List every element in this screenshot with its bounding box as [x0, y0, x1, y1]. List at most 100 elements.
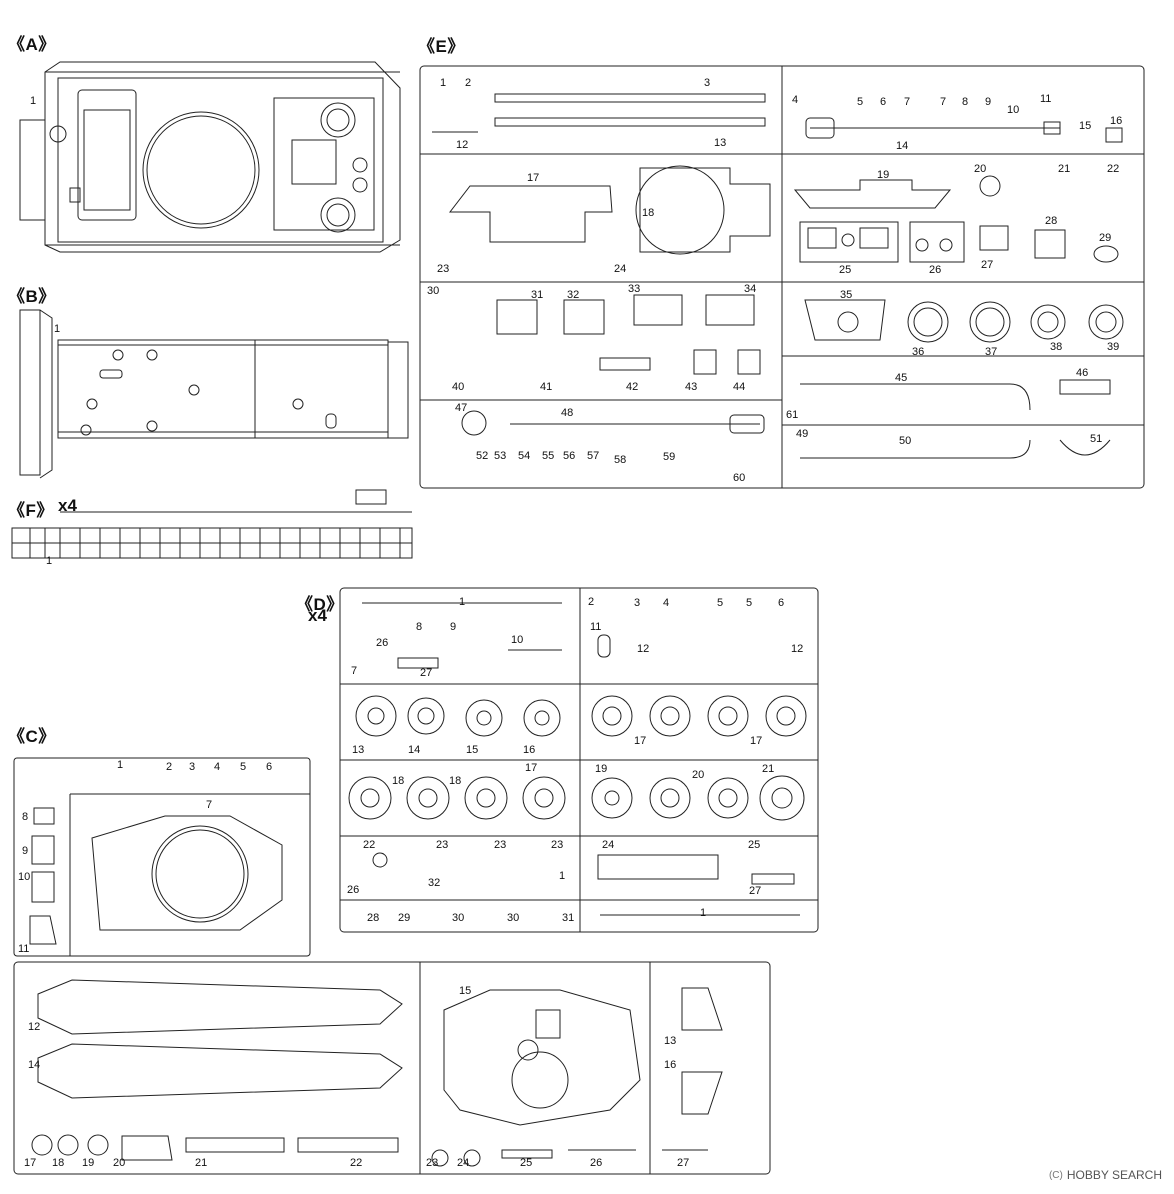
part-number: 1 — [459, 596, 466, 608]
part-number: 59 — [663, 451, 676, 463]
part-number: 8 — [22, 811, 29, 823]
part-number: 8 — [416, 621, 423, 633]
sprue-e-frame — [419, 65, 1145, 489]
part-number: 45 — [895, 372, 908, 384]
part-number: 25 — [839, 264, 852, 276]
part-number: 11 — [18, 943, 30, 955]
part-number: 4 — [792, 94, 799, 106]
part-number: 17 — [24, 1157, 37, 1169]
part-number: 50 — [899, 435, 912, 447]
part-number: 57 — [587, 450, 600, 462]
sprue-c-title: 《C》 — [8, 727, 56, 746]
part-number: 14 — [28, 1059, 41, 1071]
part-number: 51 — [1090, 433, 1103, 445]
part-number: 56 — [563, 450, 576, 462]
part-number: 12 — [28, 1021, 41, 1033]
sprue-b-title: 《B》 — [8, 287, 56, 306]
part-number: 21 — [195, 1157, 208, 1169]
part-number: 7 — [940, 96, 947, 108]
part-number: 9 — [985, 96, 992, 108]
part-number: 2 — [588, 596, 595, 608]
part-number: 13 — [352, 744, 365, 756]
part-number: 25 — [748, 839, 761, 851]
sprue-e-title: 《E》 — [418, 37, 465, 56]
sprue-f-tracks — [11, 489, 413, 559]
part-number: 31 — [531, 289, 544, 301]
part-number: 17 — [525, 762, 538, 774]
part-number: 29 — [1099, 232, 1112, 244]
part-number: 20 — [113, 1157, 126, 1169]
part-number: 18 — [392, 775, 405, 787]
part-number: 12 — [637, 643, 650, 655]
part-number: 20 — [974, 163, 987, 175]
watermark-brand: HOBBY SEARCH — [1066, 1168, 1162, 1182]
part-number: 11 — [590, 621, 602, 633]
sprue-d-frame — [339, 587, 819, 933]
part-number: 1 — [54, 323, 61, 335]
part-number: 28 — [1045, 215, 1058, 227]
part-number: 2 — [465, 77, 472, 89]
part-number: 12 — [791, 643, 804, 655]
part-number: 46 — [1076, 367, 1089, 379]
part-number: 9 — [450, 621, 457, 633]
part-number: 5 — [746, 597, 753, 609]
part-number: 23 — [436, 839, 449, 851]
part-number: 24 — [602, 839, 615, 851]
part-number: 61 — [786, 409, 799, 421]
part-number: 7 — [904, 96, 911, 108]
part-number: 32 — [428, 877, 441, 889]
part-number: 16 — [664, 1059, 677, 1071]
part-number: 18 — [449, 775, 462, 787]
part-number: 55 — [542, 450, 555, 462]
part-number: 40 — [452, 381, 465, 393]
sprue-d-multiplier: x4 — [308, 606, 327, 625]
part-number: 19 — [595, 763, 608, 775]
part-number: 1 — [440, 77, 447, 89]
part-number: 26 — [590, 1157, 603, 1169]
part-number: 53 — [494, 450, 507, 462]
part-number: 1 — [559, 870, 566, 882]
watermark: (C) HOBBY SEARCH — [1049, 1168, 1162, 1182]
sprue-a-title: 《A》 — [8, 35, 56, 54]
part-number: 27 — [677, 1157, 690, 1169]
part-number: 15 — [466, 744, 479, 756]
part-number: 23 — [426, 1157, 439, 1169]
part-number: 32 — [567, 289, 580, 301]
part-number: 26 — [376, 637, 389, 649]
sprue-f-multiplier: x4 — [58, 496, 77, 515]
part-number: 17 — [634, 735, 647, 747]
part-number: 6 — [778, 597, 785, 609]
part-number: 37 — [985, 346, 998, 358]
part-number: 19 — [82, 1157, 95, 1169]
part-number: 10 — [511, 634, 524, 646]
part-number: 9 — [22, 845, 29, 857]
part-number: 1 — [30, 95, 37, 107]
part-number: 12 — [456, 139, 469, 151]
part-number: 7 — [206, 799, 213, 811]
part-number: 6 — [880, 96, 887, 108]
part-number: 28 — [367, 912, 380, 924]
sprue-c-frame — [13, 757, 771, 1175]
part-number: 47 — [455, 402, 468, 414]
part-number: 27 — [749, 885, 762, 897]
part-number: 21 — [762, 763, 775, 775]
part-number: 8 — [962, 96, 969, 108]
part-number: 3 — [189, 761, 196, 773]
part-number: 26 — [929, 264, 942, 276]
part-number: 4 — [663, 597, 670, 609]
part-number: 30 — [507, 912, 520, 924]
part-number: 1 — [117, 759, 124, 771]
part-number: 34 — [744, 283, 757, 295]
sprue-f-title: 《F》 — [8, 501, 54, 520]
part-number: 3 — [634, 597, 641, 609]
sprue-b-floor — [19, 309, 409, 479]
part-number: 58 — [614, 454, 627, 466]
part-number: 22 — [1107, 163, 1120, 175]
part-number: 7 — [351, 665, 358, 677]
part-number: 14 — [408, 744, 421, 756]
part-number: 20 — [692, 769, 705, 781]
part-number: 4 — [214, 761, 221, 773]
part-number: 5 — [240, 761, 247, 773]
part-number: 22 — [363, 839, 376, 851]
